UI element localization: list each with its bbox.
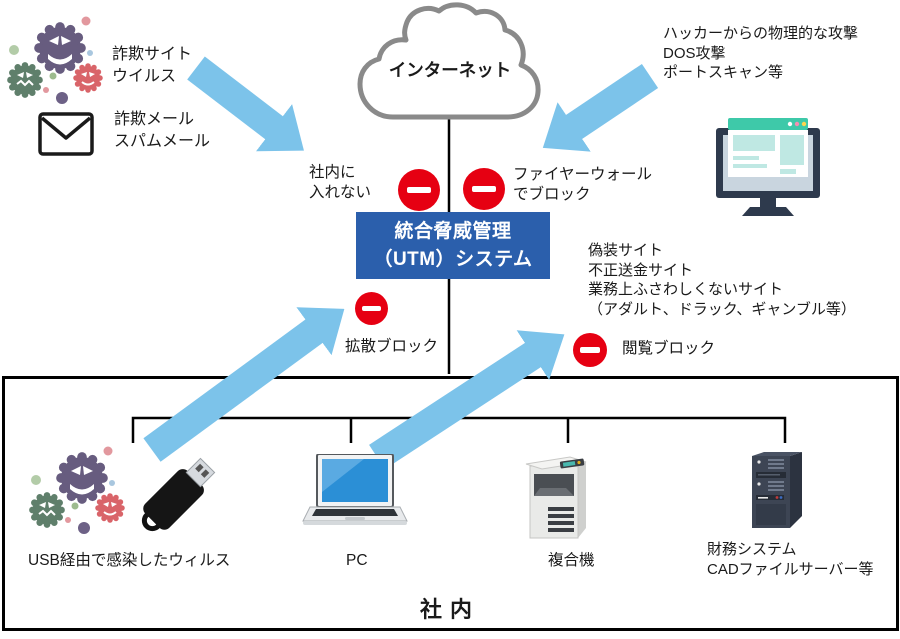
threat-hacker-line3: ポートスキャン等: [663, 64, 784, 81]
copier-label: 複合機: [548, 552, 595, 569]
usb-drive-icon: [128, 446, 222, 545]
no-entry-icon: [355, 292, 388, 325]
bad-sites-label: 偽装サイト 不正送金サイト 業務上ふさわしくないサイト （アダルト、ドラック、ギ…: [588, 241, 856, 319]
no-entry-bar: [580, 347, 600, 353]
block-entry-line2: 入れない: [309, 183, 372, 201]
utm-system-box: 統合脅威管理 （UTM）システム: [356, 212, 550, 279]
internet-label: インターネット: [388, 60, 512, 80]
virus-cluster-icon: [4, 12, 116, 117]
no-entry-icon: [398, 169, 440, 211]
virus-cluster-icon: [26, 442, 138, 547]
pc-label: PC: [346, 552, 368, 569]
threat-web-line2: ウイルス: [112, 68, 177, 85]
bad-sites-line4: （アダルト、ドラック、ギャンブル等）: [588, 300, 856, 318]
company-label: 社内: [419, 597, 480, 622]
no-entry-icon: [573, 333, 607, 367]
block-spread-label: 拡散ブロック: [345, 338, 439, 355]
block-entry-label: 社内に 入れない: [309, 163, 371, 202]
utm-box-line2: （UTM）システム: [373, 248, 533, 270]
threat-web-label: 詐欺サイト ウイルス: [112, 44, 192, 88]
utm-box-line1: 統合脅威管理: [394, 220, 512, 242]
threat-mail-label: 詐欺メール スパムメール: [114, 109, 210, 153]
server-label-line1: 財務システム: [707, 541, 797, 558]
usb-virus-label: USB経由で感染したウィルス: [28, 552, 231, 569]
server-tower-icon: [752, 452, 808, 537]
no-entry-bar: [406, 186, 432, 194]
server-label: 財務システム CADファイルサーバー等: [707, 540, 874, 580]
block-firewall-line2: でブロック: [513, 185, 591, 203]
monitor-icon: [716, 118, 822, 225]
block-firewall-label: ファイヤーウォール でブロック: [513, 165, 652, 204]
threat-hacker-line2: DOS攻撃: [663, 44, 726, 62]
block-firewall-line1: ファイヤーウォール: [513, 166, 653, 183]
bad-sites-line3: 業務上ふさわしくないサイト: [588, 281, 784, 298]
bad-sites-line1: 偽装サイト: [588, 242, 664, 259]
no-entry-bar: [471, 185, 497, 193]
bad-sites-line2: 不正送金サイト: [588, 261, 694, 279]
threat-hacker-line1: ハッカーからの物理的な攻撃: [663, 25, 859, 42]
copier-icon: [522, 450, 590, 547]
threat-mail-line1: 詐欺メール: [114, 111, 195, 128]
laptop-icon: [302, 453, 408, 535]
no-entry-bar: [361, 305, 382, 312]
server-label-line2: CADファイルサーバー等: [707, 561, 874, 578]
block-entry-line1: 社内に: [309, 164, 356, 181]
arrow-threat-hacker: [542, 63, 659, 152]
block-browse-label: 閲覧ブロック: [622, 340, 716, 357]
envelope-icon: [38, 112, 94, 161]
threat-mail-line2: スパムメール: [114, 133, 211, 150]
threat-web-line1: 詐欺サイト: [112, 46, 193, 63]
threat-hacker-label: ハッカーからの物理的な攻撃 DOS攻撃 ポートスキャン等: [663, 24, 858, 83]
no-entry-icon: [463, 168, 505, 210]
